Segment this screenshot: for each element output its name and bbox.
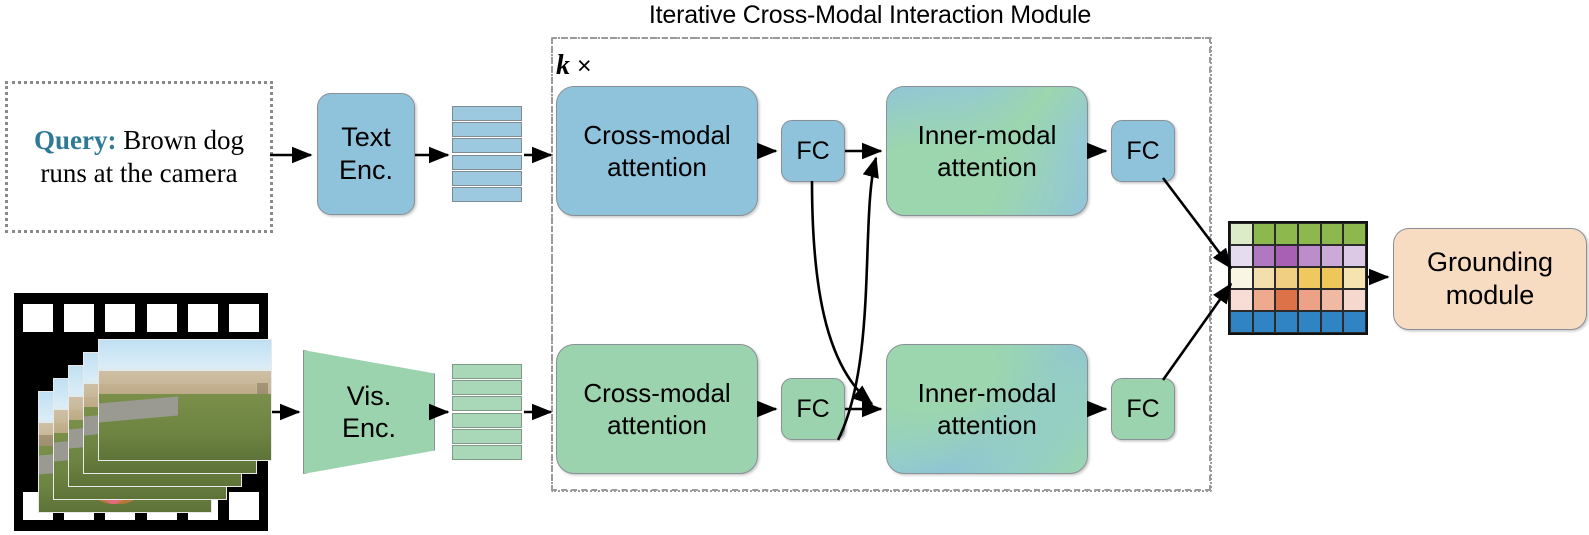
fc-block-bottom-2[interactable]: FC [1111, 378, 1175, 440]
feature-grid-cell [1252, 223, 1276, 245]
feature-grid-cell [1320, 289, 1344, 311]
feature-grid-cell [1275, 289, 1298, 311]
inner-modal-top-line1: Inner-modal [917, 119, 1057, 150]
feature-grid-cell [1297, 267, 1321, 289]
cross-modal-attention-bottom[interactable]: Cross-modal attention [556, 344, 758, 474]
inner-modal-bottom-line1: Inner-modal [917, 377, 1057, 408]
text-encoder-line1: Text [341, 122, 391, 153]
query-box[interactable]: Query: Brown dog runs at the camera [5, 81, 273, 233]
grounding-line1: Grounding [1426, 246, 1554, 277]
cross-modal-attention-top[interactable]: Cross-modal attention [556, 86, 758, 216]
text-encoder-line2: Enc. [338, 155, 394, 185]
feature-bar [452, 380, 522, 396]
query-text: Query: Brown dog runs at the camera [19, 124, 259, 190]
fc-block-bottom-1[interactable]: FC [781, 378, 845, 440]
feature-grid-cell [1343, 311, 1366, 333]
inner-modal-bottom-line2: attention [937, 410, 1037, 440]
feature-grid-cell [1252, 267, 1276, 289]
feature-grid-cell [1230, 245, 1253, 267]
query-value: Brown dog runs at the camera [40, 125, 244, 188]
repeat-count-label: k × [556, 46, 626, 86]
feature-bar [452, 154, 522, 170]
cross-modal-top-line2: attention [607, 152, 707, 182]
fc-block-top-2[interactable]: FC [1111, 120, 1175, 182]
feature-grid-cell [1275, 223, 1298, 245]
feature-grid-cell [1275, 311, 1298, 333]
visual-feature-bars [452, 364, 522, 460]
inner-modal-top-line2: attention [937, 152, 1037, 182]
sprocket-hole [228, 492, 259, 520]
text-feature-bars [452, 106, 522, 202]
feature-grid-cell [1297, 223, 1321, 245]
text-encoder-block[interactable]: Text Enc. [317, 93, 415, 215]
feature-grid-cell [1320, 223, 1344, 245]
feature-grid-cell [1297, 311, 1321, 333]
feature-grid-cell [1320, 245, 1344, 267]
fc-block-top-1[interactable]: FC [781, 120, 845, 182]
feature-grid-cell [1320, 267, 1344, 289]
feature-grid-cell [1275, 245, 1298, 267]
inner-modal-attention-top[interactable]: Inner-modal attention [886, 86, 1088, 216]
feature-grid-cell [1275, 267, 1298, 289]
filmstrip-sprockets-top [23, 304, 259, 332]
cross-modal-bottom-line2: attention [607, 410, 707, 440]
feature-grid-cell [1252, 311, 1276, 333]
feature-bar [452, 412, 522, 428]
multiply-icon: × [577, 51, 592, 80]
video-frame [98, 339, 272, 461]
visual-encoder-label: Vis. Enc. [317, 350, 421, 474]
feature-bar [452, 170, 522, 186]
cross-modal-bottom-line1: Cross-modal [583, 377, 731, 408]
feature-bar [452, 396, 522, 412]
inner-modal-attention-bottom[interactable]: Inner-modal attention [886, 344, 1088, 474]
feature-grid-cell [1252, 245, 1276, 267]
sprocket-hole [105, 304, 136, 332]
feature-grid-cell [1230, 289, 1253, 311]
feature-grid-cell [1297, 245, 1321, 267]
feature-grid-cell [1343, 245, 1366, 267]
feature-grid-cell [1297, 289, 1321, 311]
repeat-count-value: k [556, 50, 570, 81]
sprocket-hole [228, 304, 259, 332]
grounding-module-block[interactable]: Grounding module [1393, 228, 1587, 330]
module-title: Iterative Cross-Modal Interaction Module [648, 0, 1092, 29]
visual-encoder-line2: Enc. [341, 413, 397, 443]
fused-feature-grid [1228, 221, 1368, 335]
feature-grid-cell [1230, 267, 1253, 289]
feature-bar [452, 444, 522, 460]
feature-grid-cell [1252, 289, 1276, 311]
feature-bar [452, 122, 522, 138]
feature-bar [452, 364, 522, 379]
feature-bar [452, 138, 522, 154]
visual-encoder-block[interactable]: Vis. Enc. [303, 350, 435, 474]
feature-grid-cell [1343, 267, 1366, 289]
sprocket-hole [187, 304, 218, 332]
feature-grid-cell [1320, 311, 1344, 333]
cross-modal-top-line1: Cross-modal [583, 119, 731, 150]
sprocket-hole [146, 304, 177, 332]
feature-bar [452, 428, 522, 444]
sprocket-hole [23, 304, 53, 332]
sprocket-hole [64, 304, 95, 332]
feature-grid-cell [1343, 223, 1366, 245]
feature-grid-cell [1343, 289, 1366, 311]
feature-grid-cell [1230, 223, 1253, 245]
video-filmstrip [14, 293, 272, 531]
feature-bar [452, 106, 522, 121]
grounding-line2: module [1445, 280, 1535, 310]
query-label: Query: [34, 125, 117, 156]
visual-encoder-line1: Vis. [346, 380, 392, 411]
feature-grid-cell [1230, 311, 1253, 333]
feature-bar [452, 186, 522, 202]
